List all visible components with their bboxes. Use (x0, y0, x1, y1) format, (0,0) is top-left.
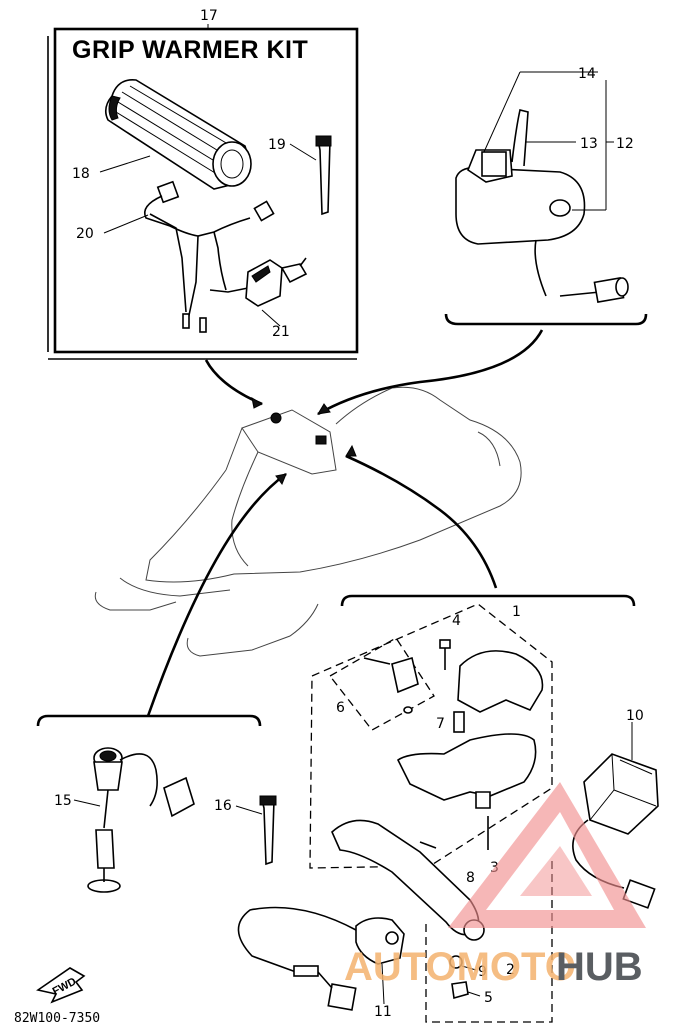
lower-left-panel: 15 16 (36, 714, 277, 893)
connection-leaders (146, 329, 544, 717)
drawing-code: 82W100-7350 (14, 1011, 100, 1026)
callout-14: 14 (578, 66, 596, 82)
callout-12: 12 (616, 136, 634, 152)
kit-frame (53, 27, 359, 354)
handlebar-switch-assembly (455, 109, 629, 304)
control-module (572, 753, 659, 909)
callout-2: 2 (506, 962, 515, 978)
callout-19: 19 (268, 137, 286, 153)
lever-holder (396, 733, 537, 801)
callout-20: 20 (76, 226, 94, 242)
callout-7: 7 (436, 716, 445, 732)
bolt (439, 639, 451, 670)
callout-11: 11 (374, 1004, 392, 1020)
callout-9: 9 (478, 964, 487, 980)
callout-6: 6 (336, 700, 345, 716)
grip-warmer-switch (245, 257, 308, 307)
callout-16: 16 (214, 798, 232, 814)
lower-right-panel: 1 4 6 7 8 3 (237, 594, 659, 1023)
lever-cover (457, 650, 544, 713)
watermark-hub: HUB (556, 945, 643, 989)
callout-5: 5 (484, 990, 493, 1006)
front-direction-marker: FWD (36, 967, 86, 1004)
switch-housing-panel: 14 13 12 (444, 66, 648, 326)
callout-17: 17 (200, 8, 218, 24)
callout-15: 15 (54, 793, 72, 809)
pilot-lamp-assembly (87, 747, 195, 893)
throttle-sensor (237, 906, 405, 1011)
watermark-automoto: AUTOMOTO (344, 945, 576, 989)
callout-13: 13 (580, 136, 598, 152)
cable-tie (315, 135, 332, 216)
kit-title: GRIP WARMER KIT (72, 36, 308, 64)
wiring-lead (143, 180, 275, 333)
band-clip (259, 795, 277, 866)
grip-warmer-kit-panel: 17 GRIP WARMER KIT 18 19 (47, 8, 359, 360)
collar (453, 711, 465, 733)
automotohub-watermark: AUTOMOTO HUB (344, 782, 646, 989)
callout-18: 18 (72, 166, 90, 182)
clamp-bracket (363, 656, 419, 714)
nut (451, 981, 469, 1000)
heated-grip (104, 79, 252, 190)
washer (449, 955, 463, 969)
snowmobile-outline (94, 386, 522, 657)
callout-10: 10 (626, 708, 644, 724)
callout-1: 1 (512, 604, 521, 620)
callout-8: 8 (466, 870, 475, 886)
callout-4: 4 (452, 613, 461, 629)
callout-21: 21 (272, 324, 290, 340)
